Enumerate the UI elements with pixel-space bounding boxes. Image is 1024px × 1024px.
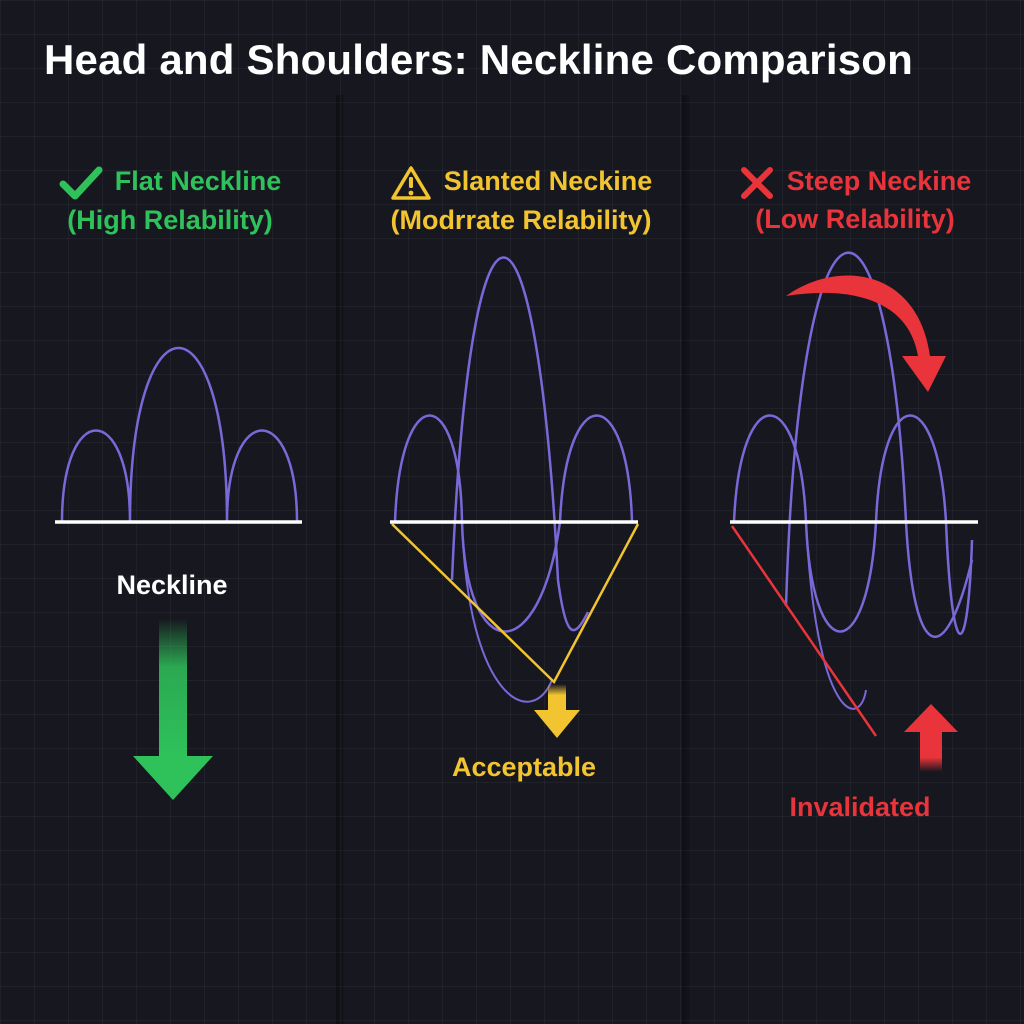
pattern-wave (461, 521, 553, 703)
panel-divider (336, 95, 344, 1024)
panel-slanted-title: Slanted Neckine (443, 166, 653, 196)
arrow-down-icon-shaft (548, 684, 566, 712)
neckline-label: Neckline (116, 570, 228, 600)
pattern-wave (732, 414, 974, 635)
panel-divider (682, 95, 690, 1024)
panel-slanted-diagram (390, 256, 640, 738)
panel-steep-title: Steep Neckine (786, 166, 972, 196)
arrow-up-icon (904, 704, 958, 732)
panel-flat-title: Flat Neckline (114, 166, 282, 196)
page-title: Head and Shoulders: Neckline Comparison (44, 36, 913, 83)
slanted-neckline-triangle (391, 523, 640, 685)
pattern-wave (393, 414, 634, 633)
pattern-wave (450, 256, 590, 632)
panel-steep-diagram (730, 251, 978, 772)
panel-flat-subtitle: (High Relability) (67, 204, 273, 235)
arrow-down-icon (534, 710, 580, 738)
warning-icon (390, 166, 431, 200)
panel-flat-diagram (55, 346, 302, 800)
panel-flat-header: Flat Neckline (High Relability) (20, 162, 320, 239)
pattern-wave (60, 346, 299, 523)
arrow-down-icon (133, 756, 213, 800)
check-icon (59, 166, 103, 200)
invalidated-label: Invalidated (789, 792, 931, 822)
pattern-wave (784, 251, 974, 638)
pattern-wave (805, 521, 867, 710)
panel-steep-subtitle: (Low Relability) (755, 204, 955, 234)
panel-steep-header: Steep Neckine (Low Relability) (705, 162, 1005, 238)
curved-arrow-icon (786, 275, 946, 392)
steep-neckline (730, 525, 878, 737)
acceptable-label: Acceptable (451, 752, 597, 782)
panel-slanted-subtitle: (Modrrate Relability) (390, 204, 652, 235)
cross-icon (740, 166, 773, 199)
panel-slanted-header: Slanted Neckine (Modrrate Relability) (356, 162, 686, 239)
arrow-down-icon-shaft (159, 618, 187, 758)
arrow-up-icon-shaft (920, 730, 942, 772)
